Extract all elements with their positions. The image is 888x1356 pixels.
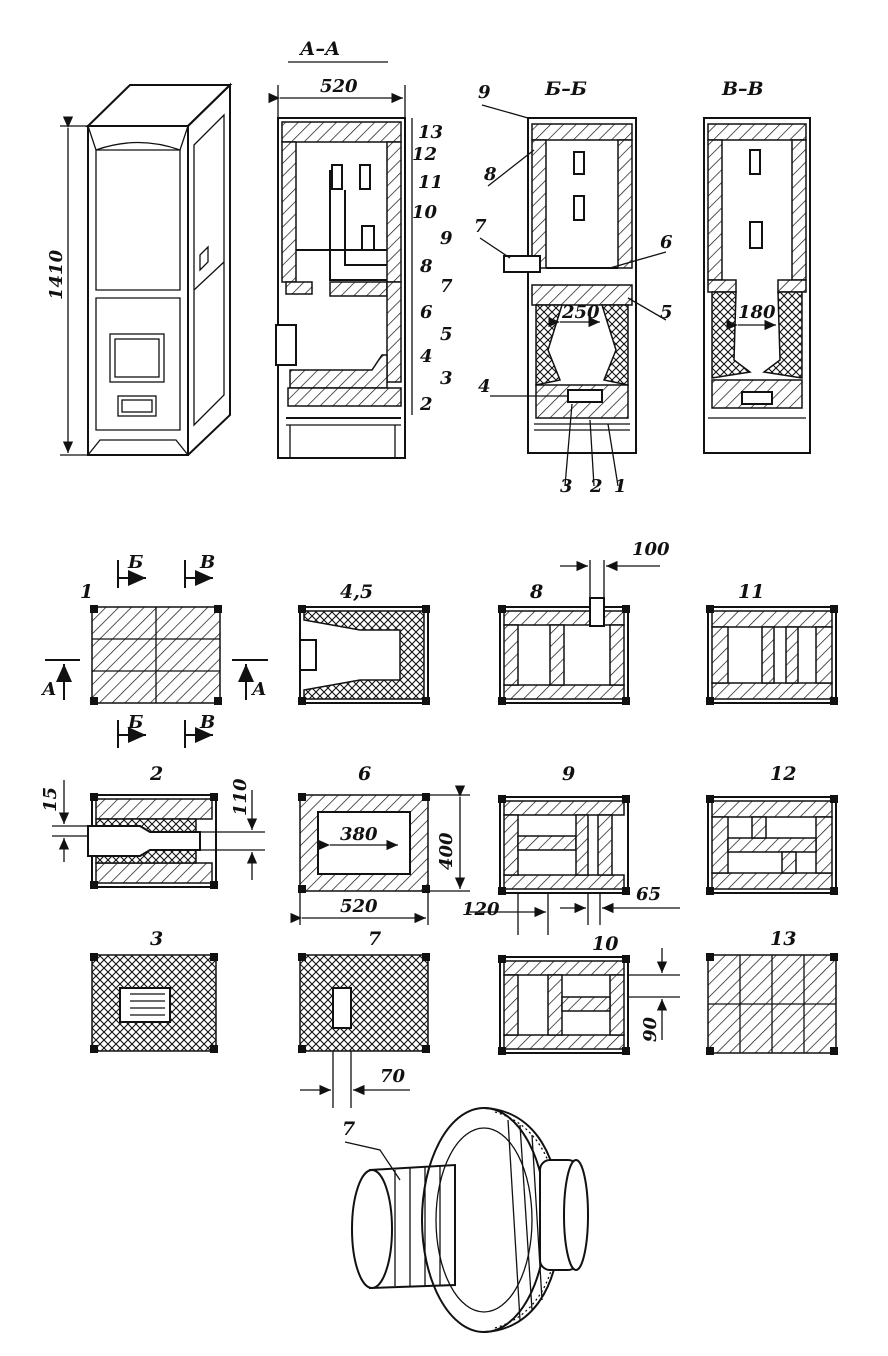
dim-400: 400 (436, 832, 457, 870)
row-6: 6 (420, 302, 433, 323)
section-bb: Б–Б 250 9 8 7 6 5 4 (474, 78, 673, 497)
section-vv: В–В 180 (703, 78, 811, 454)
plan-row-1: 1 Б В Б В А А 4,5 8 (40, 539, 838, 748)
cut-v-bottom: В (199, 712, 215, 733)
plan-2-label: 2 (149, 763, 163, 785)
callout-8: 8 (483, 164, 497, 185)
row-9: 9 (440, 228, 453, 249)
callout-2: 2 (589, 476, 603, 497)
callout-1: 1 (614, 476, 627, 497)
plan-12-label: 12 (770, 763, 796, 785)
section-aa-title: А–А (298, 38, 340, 60)
dim-520: 520 (340, 896, 378, 917)
dim-120: 120 (462, 899, 500, 920)
row-11: 11 (418, 172, 443, 193)
dim-90: 90 (640, 1016, 661, 1042)
plan-1-label: 1 (80, 581, 93, 603)
plan-7-label: 7 (368, 928, 381, 950)
plan-10-label: 10 (592, 933, 618, 955)
aa-row-numbers: 13 12 11 10 9 8 7 6 5 4 3 2 (412, 122, 453, 415)
row-7: 7 (440, 276, 453, 297)
callout-6: 6 (660, 232, 673, 253)
dim-110: 110 (230, 778, 251, 816)
dim-180: 180 (738, 302, 776, 323)
bb-callouts: 9 8 7 6 5 4 3 2 1 (474, 82, 673, 497)
section-bb-title: Б–Б (544, 78, 587, 100)
callout-9: 9 (478, 82, 491, 103)
row-2: 2 (419, 394, 433, 415)
row-3: 3 (440, 368, 453, 389)
dim-15: 15 (40, 787, 61, 812)
cut-a-right: А (250, 679, 267, 700)
dim-380: 380 (340, 824, 378, 845)
callout-4: 4 (478, 376, 491, 397)
row-5: 5 (440, 324, 453, 345)
cut-b-bottom: Б (127, 712, 143, 733)
dim-70: 70 (380, 1066, 406, 1087)
plan-11-label: 11 (738, 581, 764, 603)
cut-v-top: В (199, 552, 215, 573)
plan-3-label: 3 (150, 928, 163, 950)
row-4: 4 (420, 346, 433, 367)
callout-3: 3 (560, 476, 573, 497)
cut-b-top: Б (127, 552, 143, 573)
section-aa: А–А 520 13 12 11 10 9 8 7 (268, 38, 453, 459)
callout-5: 5 (660, 302, 673, 323)
cut-a-left: А (40, 679, 57, 700)
plan-row-2: 2 15 110 6 380 400 520 9 (40, 763, 838, 935)
row-12: 12 (412, 144, 437, 165)
callout-7: 7 (474, 216, 487, 237)
plan-45-label: 4,5 (340, 581, 373, 603)
row-10: 10 (412, 202, 438, 223)
section-vv-title: В–В (721, 78, 764, 100)
width-dimension-aa: 520 (320, 76, 358, 97)
pipe-sleeve-detail: 7 (342, 1107, 589, 1333)
plan-6-label: 6 (358, 763, 371, 785)
dim-250: 250 (561, 302, 600, 323)
dim-100: 100 (632, 539, 670, 560)
row-13: 13 (418, 122, 443, 143)
row-8: 8 (419, 256, 433, 277)
detail-7-label: 7 (342, 1118, 355, 1140)
plan-13-label: 13 (770, 928, 796, 950)
cut-marks: Б В Б В А А (40, 552, 268, 748)
dim-65: 65 (636, 884, 661, 905)
plan-8-label: 8 (529, 581, 543, 603)
plan-row-3: 3 7 70 10 90 13 (90, 928, 838, 1108)
stove-isometric-view: 1410 (46, 82, 233, 456)
plan-9-label: 9 (562, 763, 575, 785)
height-dimension: 1410 (46, 249, 67, 300)
